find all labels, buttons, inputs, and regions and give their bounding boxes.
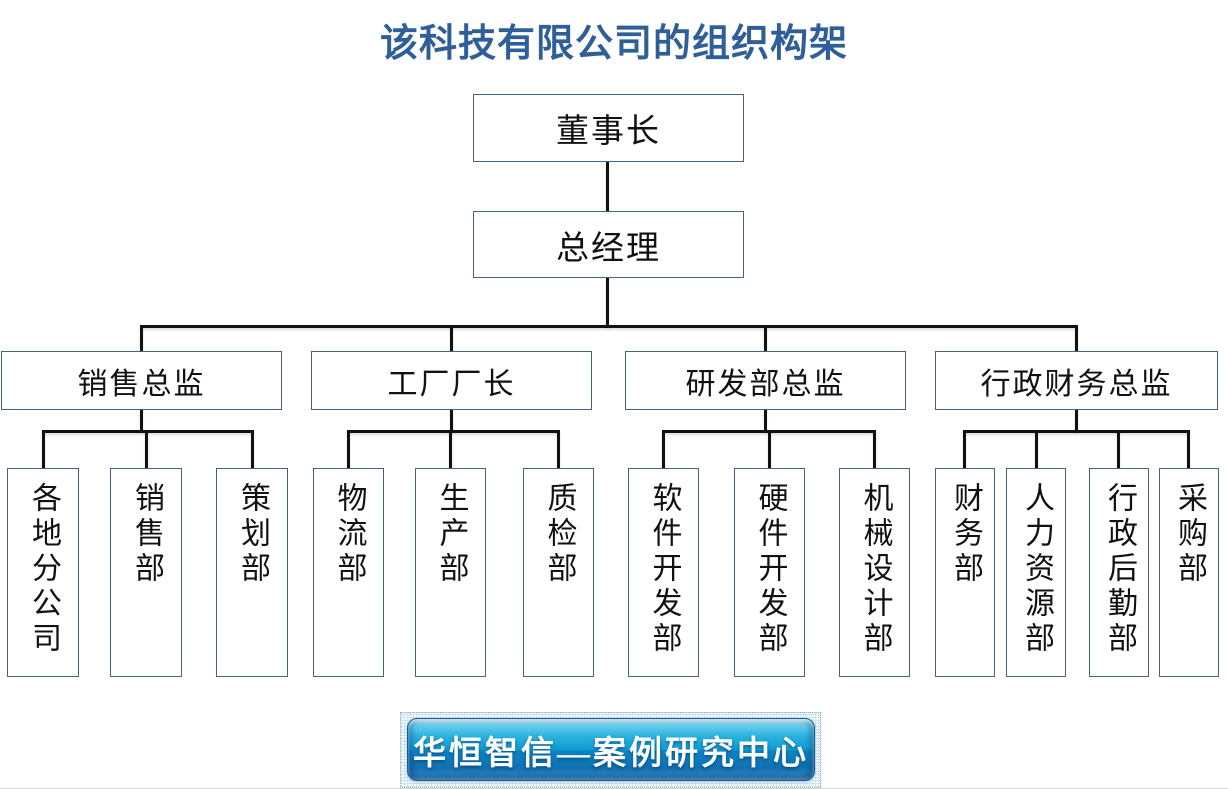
dept-box-branch-offices-label: 各地分公司 xyxy=(27,482,60,657)
connector-line xyxy=(42,430,254,433)
connector-line xyxy=(768,432,771,468)
dept-box-branch-offices: 各地分公司 xyxy=(7,468,79,677)
org-box-factory-manager: 工厂厂长 xyxy=(311,351,592,410)
dept-box-admin-logistics-label: 行政后勤部 xyxy=(1103,482,1136,657)
banner-frame: 华恒智信—案例研究中心 xyxy=(400,712,821,788)
page-title: 该科技有限公司的组织构架 xyxy=(379,23,848,65)
connector-line xyxy=(557,432,560,468)
dept-box-sales-label: 销售部 xyxy=(130,482,163,587)
connector-line xyxy=(145,432,148,468)
dept-box-quality-inspection-label: 质检部 xyxy=(542,482,576,587)
org-box-rnd-director-label: 研发部总监 xyxy=(685,367,846,401)
dept-box-finance-label: 财务部 xyxy=(949,482,982,587)
connector-line xyxy=(963,430,1190,433)
connector-line xyxy=(140,325,1078,328)
dept-box-procurement: 采购部 xyxy=(1159,468,1219,677)
connector-line xyxy=(450,327,453,352)
connector-line xyxy=(662,430,876,433)
dept-box-hr: 人力资源部 xyxy=(1006,468,1066,677)
connector-line xyxy=(1035,432,1038,468)
connector-line xyxy=(449,432,452,468)
connector-line xyxy=(140,327,143,352)
connector-line xyxy=(662,432,665,468)
dept-box-planning: 策划部 xyxy=(216,468,288,677)
connector-line xyxy=(764,327,767,352)
dept-box-software-dev: 软件开发部 xyxy=(628,468,699,677)
org-box-general-manager-label: 总经理 xyxy=(556,228,661,266)
connector-line xyxy=(1075,327,1078,352)
dept-box-production: 生产部 xyxy=(415,468,486,677)
banner-label: 华恒智信—案例研究中心 xyxy=(413,735,809,772)
dept-box-mechanical-design: 机械设计部 xyxy=(839,468,910,677)
connector-line xyxy=(1187,432,1190,468)
dept-box-hr-label: 人力资源部 xyxy=(1020,482,1053,657)
banner-button: 华恒智信—案例研究中心 xyxy=(407,718,815,781)
dept-box-logistics: 物流部 xyxy=(313,468,384,677)
dept-box-procurement-label: 采购部 xyxy=(1173,482,1206,587)
org-box-factory-manager-label: 工厂厂长 xyxy=(387,367,516,401)
dept-box-hardware-dev: 硬件开发部 xyxy=(734,468,805,677)
connector-line xyxy=(1117,432,1120,468)
connector-line xyxy=(42,432,45,468)
org-box-sales-director: 销售总监 xyxy=(1,351,282,410)
dept-box-quality-inspection: 质检部 xyxy=(523,468,594,677)
org-box-admin-finance-director-label: 行政财务总监 xyxy=(980,367,1173,401)
dept-box-software-dev-label: 软件开发部 xyxy=(647,482,681,657)
connector-line xyxy=(347,432,350,468)
dept-box-admin-logistics: 行政后勤部 xyxy=(1089,468,1149,677)
dept-box-planning-label: 策划部 xyxy=(236,482,269,587)
connector-line xyxy=(347,430,560,433)
connector-line xyxy=(963,432,966,468)
org-box-chairman-label: 董事长 xyxy=(556,112,661,149)
connector-line xyxy=(1075,409,1078,431)
org-box-sales-director-label: 销售总监 xyxy=(77,367,206,401)
dept-box-mechanical-design-label: 机械设计部 xyxy=(858,482,892,657)
connector-line xyxy=(251,432,254,468)
connector-line xyxy=(140,409,143,431)
connector-line xyxy=(764,409,767,431)
connector-line xyxy=(606,278,609,326)
org-box-general-manager: 总经理 xyxy=(473,211,744,278)
org-box-rnd-director: 研发部总监 xyxy=(625,351,906,410)
connector-line xyxy=(450,409,453,431)
connector-line xyxy=(873,432,876,468)
connector-line xyxy=(606,162,609,212)
dept-box-finance: 财务部 xyxy=(935,468,995,677)
dept-box-logistics-label: 物流部 xyxy=(332,482,366,587)
org-box-chairman: 董事长 xyxy=(473,94,744,162)
org-box-admin-finance-director: 行政财务总监 xyxy=(935,351,1218,410)
dept-box-sales: 销售部 xyxy=(110,468,182,677)
dept-box-hardware-dev-label: 硬件开发部 xyxy=(753,482,787,657)
dept-box-production-label: 生产部 xyxy=(434,482,468,587)
